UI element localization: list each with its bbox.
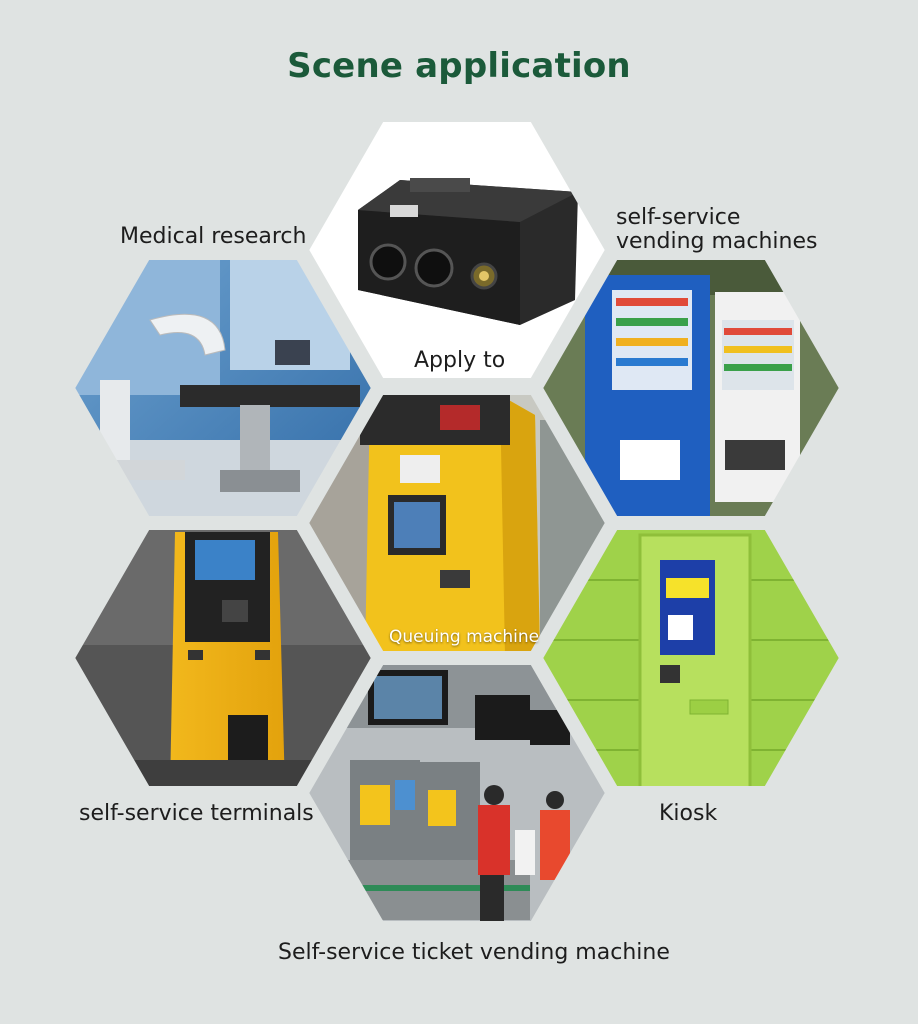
white-vending-machine: [715, 292, 800, 502]
label-apply-to: Apply to: [414, 348, 506, 373]
label-self-service-terminals: self-service terminals: [79, 801, 314, 826]
page-title: Scene application: [287, 46, 631, 86]
label-ticket-vending: Self-service ticket vending machine: [278, 940, 670, 965]
operating-table: [180, 385, 360, 492]
blue-vending-machine: [585, 275, 710, 518]
overhead-screens: [368, 670, 570, 745]
label-queuing-machine: Queuing machine: [389, 627, 540, 647]
yellow-atm: [360, 395, 540, 653]
scanner-module-image: [358, 178, 578, 325]
label-vending-line2: vending machines: [616, 229, 818, 254]
hex-borders: [70, 118, 844, 925]
label-medical-research: Medical research: [120, 224, 307, 249]
kiosk-panel: [638, 533, 752, 788]
label-vending-line1: self-service: [616, 205, 741, 230]
yellow-terminal: [170, 532, 285, 788]
label-kiosk: Kiosk: [659, 801, 718, 826]
